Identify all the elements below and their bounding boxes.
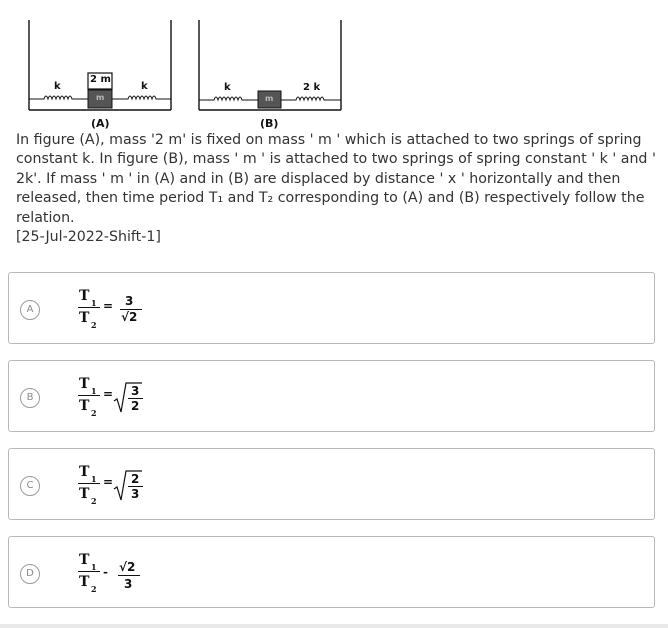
option-a-formula: T 1 T 2 = 3 √2 bbox=[67, 283, 147, 333]
figure-b-mass-label: m bbox=[265, 94, 274, 103]
figure-b-left-spring bbox=[199, 96, 258, 102]
option-c-formula: T 1 T 2 = 2 3 bbox=[67, 459, 147, 509]
formula-lhs-numerator-sub: 1 bbox=[91, 562, 97, 572]
formula-lhs-bar bbox=[78, 571, 100, 573]
question-block: In figure (A), mass '2 m' is fixed on ma… bbox=[16, 131, 656, 247]
formula-lhs-bar bbox=[78, 395, 100, 397]
option-c-radio[interactable]: C bbox=[20, 476, 40, 496]
option-d-formula: T 1 T 2 - √2 3 bbox=[67, 547, 147, 597]
figure-a-bottom-mass-label: m bbox=[96, 93, 105, 102]
formula-minus: - bbox=[103, 565, 108, 579]
formula-lhs-denominator: T bbox=[79, 486, 90, 502]
formula-lhs-denominator: T bbox=[79, 574, 90, 590]
formula-rhs-bar bbox=[128, 486, 143, 488]
figure-b-right-spring bbox=[281, 96, 341, 102]
formula-lhs-numerator: T bbox=[79, 552, 90, 568]
formula-rhs-bar bbox=[118, 575, 140, 577]
sqrt-radical-icon bbox=[113, 382, 142, 413]
question-text: In figure (A), mass '2 m' is fixed on ma… bbox=[16, 132, 656, 226]
formula-lhs-denominator-sub: 2 bbox=[91, 584, 97, 594]
figure-a-right-spring-label: k bbox=[141, 81, 148, 92]
question-reference: [25-Jul-2022-Shift-1] bbox=[16, 229, 161, 246]
formula-rhs-bar bbox=[120, 309, 142, 311]
option-a-radio[interactable]: A bbox=[20, 300, 40, 320]
formula-lhs-bar bbox=[78, 307, 100, 309]
option-b[interactable]: B T 1 T 2 = 3 2 bbox=[8, 360, 655, 432]
formula-lhs-numerator: T bbox=[79, 288, 90, 304]
formula-rhs-numerator: √2 bbox=[119, 560, 136, 574]
formula-lhs-numerator: T bbox=[79, 464, 90, 480]
option-c[interactable]: C T 1 T 2 = 2 3 bbox=[8, 448, 655, 520]
formula-lhs-denominator-sub: 2 bbox=[91, 408, 97, 418]
spring-figure: k k 2 m m k 2 k m (A) (B) bbox=[0, 0, 668, 134]
formula-rhs-denominator: 3 bbox=[124, 577, 133, 591]
figure-a-left-spring bbox=[29, 95, 88, 101]
figure-a-right-spring bbox=[112, 95, 171, 101]
figure-b-container bbox=[198, 20, 342, 111]
option-b-radio[interactable]: B bbox=[20, 388, 40, 408]
bottom-divider bbox=[0, 624, 668, 628]
formula-lhs-numerator-sub: 1 bbox=[91, 298, 97, 308]
figure-a-top-mass bbox=[87, 72, 113, 90]
figure-a-caption: (A) bbox=[91, 117, 110, 130]
formula-lhs-numerator-sub: 1 bbox=[91, 474, 97, 484]
formula-lhs-bar bbox=[78, 483, 100, 485]
formula-lhs-denominator: T bbox=[79, 398, 90, 414]
option-d-radio[interactable]: D bbox=[20, 564, 40, 584]
formula-lhs-denominator: T bbox=[79, 310, 90, 326]
formula-equals: = bbox=[103, 299, 114, 313]
formula-rhs-numerator: 2 bbox=[131, 472, 140, 486]
formula-lhs-numerator: T bbox=[79, 376, 90, 392]
option-a[interactable]: A T 1 T 2 = 3 √2 bbox=[8, 272, 655, 344]
formula-lhs-numerator-sub: 1 bbox=[91, 386, 97, 396]
figure-a-left-spring-label: k bbox=[54, 81, 61, 92]
figure-a-bottom-mass bbox=[87, 89, 113, 109]
option-b-formula: T 1 T 2 = 3 2 bbox=[67, 371, 147, 421]
figure-a-top-mass-label: 2 m bbox=[90, 74, 111, 85]
formula-lhs-denominator-sub: 2 bbox=[91, 496, 97, 506]
figure-b-right-spring-label: 2 k bbox=[303, 82, 321, 93]
formula-rhs-bar bbox=[128, 398, 143, 400]
figure-b-left-spring-label: k bbox=[224, 82, 231, 93]
figure-b-caption: (B) bbox=[260, 117, 279, 130]
formula-rhs-denominator: 3 bbox=[131, 487, 140, 501]
figure-b-mass bbox=[257, 90, 282, 109]
formula-equals: = bbox=[103, 387, 114, 401]
spring-diagram bbox=[28, 20, 342, 111]
formula-equals: = bbox=[103, 475, 114, 489]
formula-rhs-numerator: 3 bbox=[131, 384, 140, 398]
figure-a-container bbox=[28, 20, 172, 111]
formula-rhs-numerator: 3 bbox=[125, 294, 134, 308]
formula-rhs-denominator: 2 bbox=[131, 399, 140, 413]
sqrt-radical-icon bbox=[113, 470, 142, 501]
option-d[interactable]: D T 1 T 2 - √2 3 bbox=[8, 536, 655, 608]
formula-rhs-denominator: √2 bbox=[121, 310, 138, 324]
formula-lhs-denominator-sub: 2 bbox=[91, 320, 97, 330]
